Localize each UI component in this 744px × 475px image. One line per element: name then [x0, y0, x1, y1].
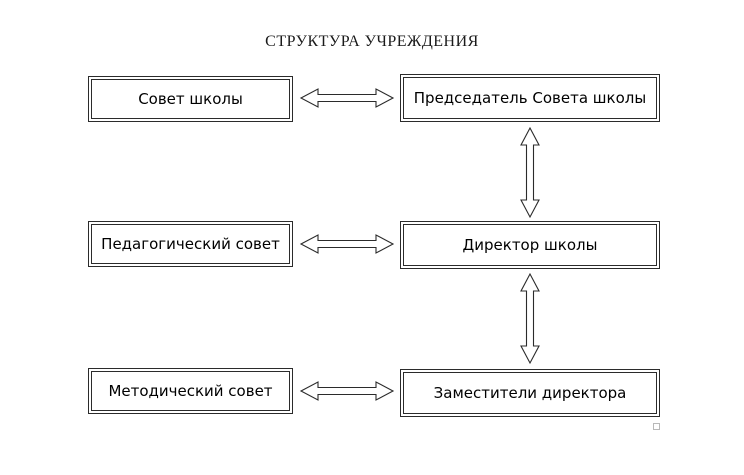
box-deputy-directors: Заместители директора	[400, 369, 660, 417]
box-pedagogical-council-label: Педагогический совет	[91, 224, 290, 264]
vertical-double-arrow-director-deputies-icon	[518, 272, 542, 365]
diagram-title: СТРУКТУРА УЧРЕЖДЕНИЯ	[265, 33, 479, 50]
vertical-double-arrow-chairman-director-icon	[518, 126, 542, 219]
box-school-council-label: Совет школы	[91, 79, 290, 119]
box-pedagogical-council: Педагогический совет	[88, 221, 293, 267]
corner-handle	[653, 423, 660, 430]
box-school-director-label: Директор школы	[403, 224, 657, 266]
horizontal-double-arrow-row2-icon	[299, 232, 395, 256]
box-methodical-council: Методический совет	[88, 368, 293, 414]
box-methodical-council-label: Методический совет	[91, 371, 290, 411]
box-council-chairman: Председатель Совета школы	[400, 74, 660, 122]
box-council-chairman-label: Председатель Совета школы	[403, 77, 657, 119]
horizontal-double-arrow-row1-icon	[299, 86, 395, 110]
box-school-director: Директор школы	[400, 221, 660, 269]
box-school-council: Совет школы	[88, 76, 293, 122]
box-deputy-directors-label: Заместители директора	[403, 372, 657, 414]
horizontal-double-arrow-row3-icon	[299, 379, 395, 403]
